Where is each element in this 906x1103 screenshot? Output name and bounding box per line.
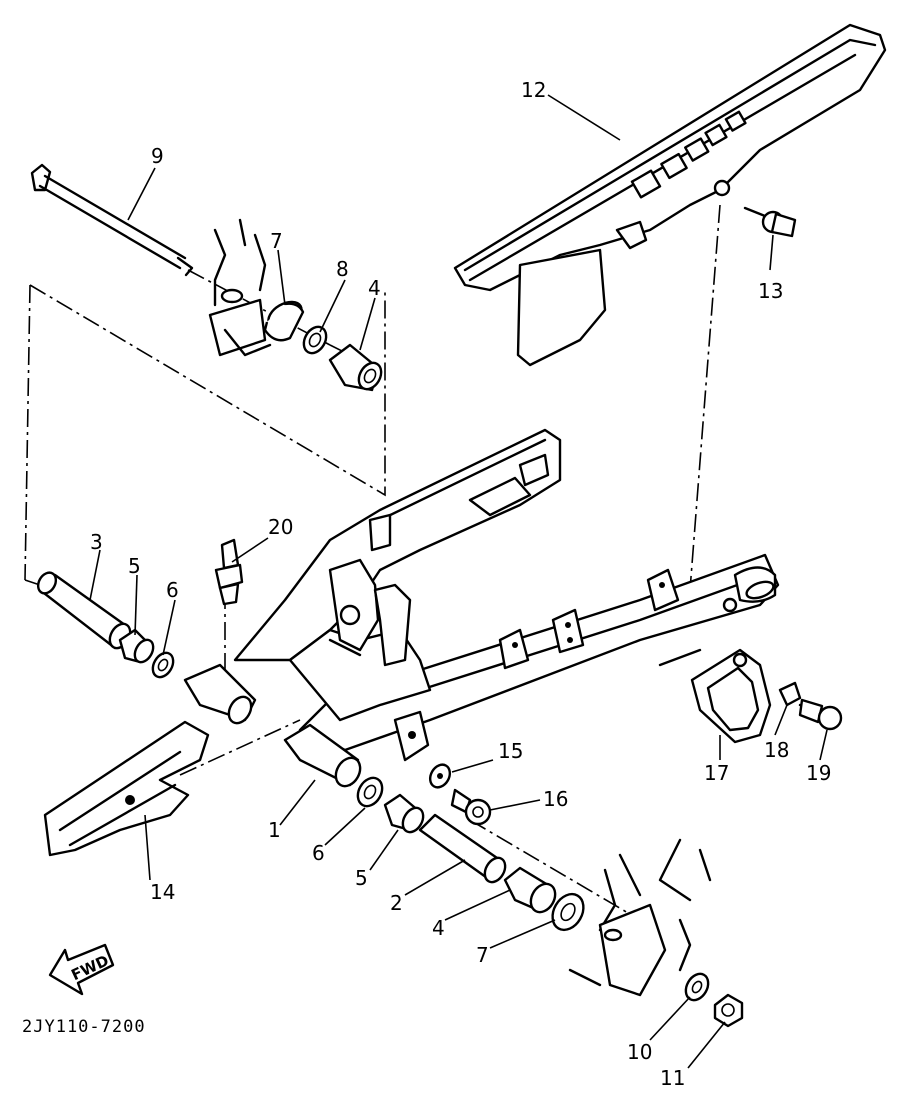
guard-bolt [743, 206, 797, 238]
label-part-14: 14 [150, 880, 175, 904]
washer [684, 972, 710, 1002]
leader-lines [89, 94, 828, 1069]
label-part-10: 10 [627, 1040, 652, 1064]
collar-right [418, 813, 507, 884]
chain-guard [453, 23, 887, 367]
label-part-4-lower: 4 [432, 916, 445, 940]
label-part-8: 8 [336, 257, 349, 281]
oil-seal-upper [302, 325, 328, 355]
plate-bolt [798, 698, 843, 731]
pivot-shaft [30, 163, 194, 277]
label-part-19: 19 [806, 761, 831, 785]
label-part-17: 17 [704, 761, 729, 785]
adjuster-bolt [450, 788, 492, 826]
spring-washer [778, 681, 802, 707]
dust-cover-lower [551, 892, 585, 932]
label-part-1: 1 [268, 818, 281, 842]
forward-direction-arrow: FWD [48, 943, 115, 996]
bushing-upper [328, 343, 383, 392]
label-part-6-right: 6 [312, 841, 325, 865]
label-part-2: 2 [390, 891, 403, 915]
guide-plate [690, 648, 772, 744]
frame-bracket-lower [568, 838, 712, 997]
dust-cover-upper [263, 300, 305, 342]
plain-washer [428, 763, 452, 789]
chain-slider [43, 720, 210, 857]
label-part-13: 13 [758, 279, 783, 303]
label-part-6-left: 6 [166, 578, 179, 602]
part-number-labels: 12 13 9 7 8 4 3 5 6 20 1 6 5 2 4 7 14 15… [90, 78, 831, 1090]
assembly-guide-lines [24, 204, 721, 921]
label-part-18: 18 [764, 738, 789, 762]
drawing-code: 2JY110-7200 [22, 1017, 146, 1037]
label-part-11: 11 [660, 1066, 685, 1090]
label-part-15: 15 [498, 739, 523, 763]
guard-vent-slots [630, 110, 747, 199]
label-part-7-lower: 7 [476, 943, 489, 967]
bushing-lower [503, 866, 557, 914]
bearing-left [118, 628, 155, 664]
label-part-16: 16 [543, 787, 568, 811]
label-part-5-right: 5 [355, 866, 368, 890]
label-part-12: 12 [521, 78, 546, 102]
pivot-nut [713, 993, 744, 1028]
bearing-right [383, 793, 425, 834]
label-part-20: 20 [268, 515, 293, 539]
label-part-7-upper: 7 [270, 229, 283, 253]
label-part-9: 9 [151, 144, 164, 168]
oil-seal-right [356, 776, 384, 808]
oil-seal-left [151, 651, 175, 679]
label-part-3: 3 [90, 530, 103, 554]
label-part-5-left: 5 [128, 554, 141, 578]
swingarm [183, 428, 780, 788]
grease-nipple [214, 538, 244, 606]
label-part-4-upper: 4 [368, 276, 381, 300]
frame-bracket-upper [208, 218, 272, 357]
